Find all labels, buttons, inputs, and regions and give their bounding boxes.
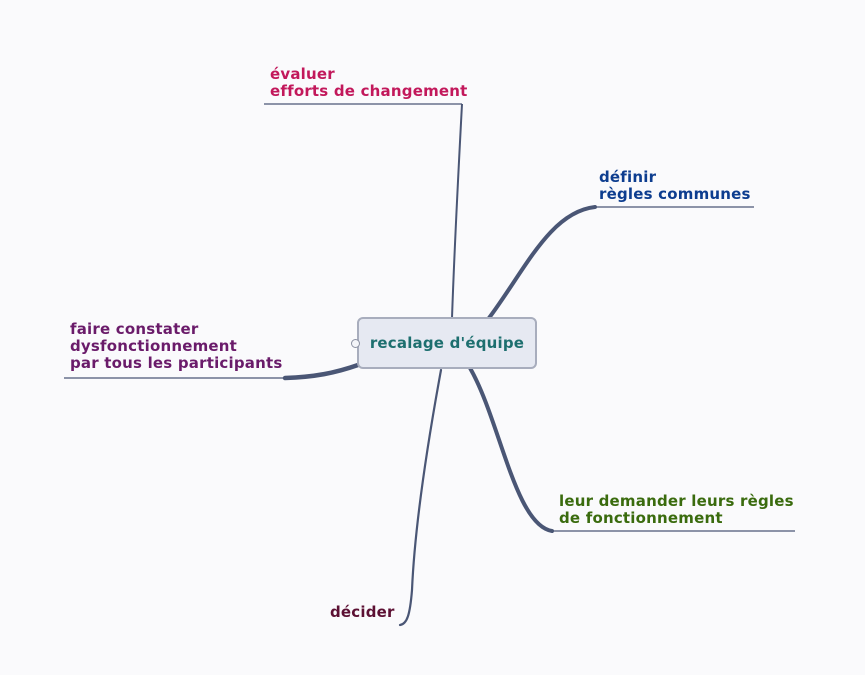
branch-evaluer-line-2: efforts de changement — [270, 82, 468, 100]
connector-decider — [398, 368, 443, 627]
branch-leur-demander-line-2: de fonctionnement — [559, 509, 723, 527]
central-topic[interactable]: recalage d'équipe — [357, 317, 537, 369]
branch-faire-constater-line-3: par tous les participants — [70, 354, 283, 372]
connector-evaluer — [451, 103, 463, 319]
branch-definir-line-1: définir — [599, 168, 657, 186]
connector-leur-demander — [468, 366, 554, 533]
branch-decider[interactable]: décider — [330, 604, 395, 621]
connector-faire-constater — [282, 362, 361, 381]
branch-leur-demander[interactable]: leur demander leurs règles de fonctionne… — [559, 493, 794, 527]
branch-definir[interactable]: définir règles communes — [599, 169, 751, 203]
branch-evaluer[interactable]: évaluer efforts de changement — [270, 66, 468, 100]
branch-leur-demander-line-1: leur demander leurs règles — [559, 492, 794, 510]
branch-faire-constater-line-1: faire constater — [70, 320, 199, 338]
branch-evaluer-line-1: évaluer — [270, 65, 335, 83]
branch-definir-line-2: règles communes — [599, 185, 751, 203]
branch-decider-line-1: décider — [330, 603, 395, 621]
branch-faire-constater-line-2: dysfonctionnement — [70, 337, 238, 355]
central-topic-label: recalage d'équipe — [369, 334, 525, 352]
connector-definir — [487, 205, 597, 320]
branch-faire-constater[interactable]: faire constater dysfonctionnement par to… — [70, 321, 283, 372]
collapse-circle-icon[interactable] — [351, 339, 360, 348]
